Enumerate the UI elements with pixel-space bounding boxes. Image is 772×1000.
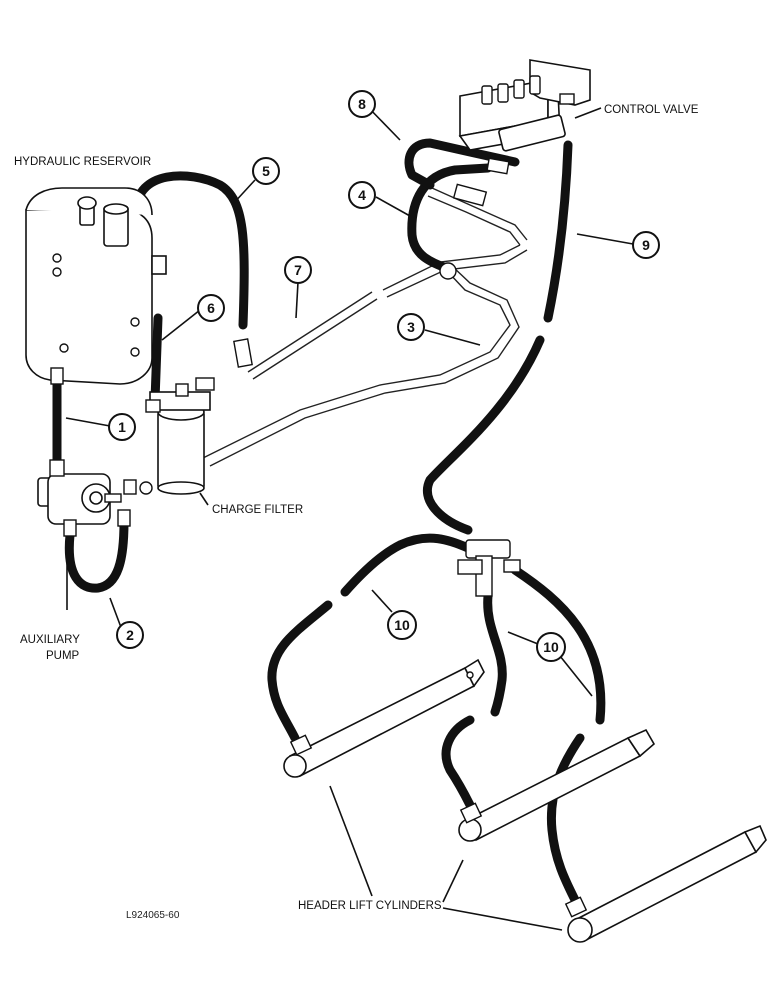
callout-4-number: 4 [358, 187, 366, 203]
callout-10-right: 10 [536, 632, 566, 662]
callout-10-left: 10 [387, 610, 417, 640]
hose-4 [407, 163, 493, 273]
charge-filter [145, 338, 253, 495]
label-control-valve: CONTROL VALVE [604, 104, 699, 116]
tee-fitting [439, 262, 521, 597]
callout-6-number: 6 [207, 300, 215, 316]
callout-1: 1 [108, 413, 136, 441]
header-lift-cylinder-left [283, 658, 485, 778]
tube-7 [247, 244, 528, 380]
figure-code: L924065-60 [126, 910, 180, 921]
callout-8-number: 8 [358, 96, 366, 112]
label-hydraulic-reservoir: HYDRAULIC RESERVOIR [14, 156, 151, 168]
callout-10-left-number: 10 [394, 617, 410, 633]
callout-1-number: 1 [118, 419, 126, 435]
callout-3-number: 3 [407, 319, 415, 335]
tube-4-return [427, 187, 528, 246]
hose-9 [423, 140, 606, 725]
hose-8 [404, 138, 520, 190]
callout-5-number: 5 [262, 163, 270, 179]
hydraulic-reservoir [25, 187, 167, 385]
callout-7-number: 7 [294, 262, 302, 278]
callout-2-number: 2 [126, 627, 134, 643]
hose-5 [131, 171, 249, 330]
label-charge-filter: CHARGE FILTER [212, 504, 303, 516]
callout-7: 7 [284, 256, 312, 284]
callout-4: 4 [348, 181, 376, 209]
callout-10-right-number: 10 [543, 639, 559, 655]
hose-10-center [441, 591, 507, 810]
callout-9-number: 9 [642, 237, 650, 253]
callout-6: 6 [197, 294, 225, 322]
header-lift-cylinder-center [458, 728, 656, 842]
tube-3 [202, 265, 520, 467]
callout-5: 5 [252, 157, 280, 185]
hose-10-right [546, 733, 585, 905]
hose-2 [64, 517, 129, 593]
header-lift-cylinder-right [564, 824, 767, 943]
control-valve [452, 59, 591, 207]
callout-3: 3 [397, 313, 425, 341]
callout-9: 9 [632, 231, 660, 259]
callout-8: 8 [348, 90, 376, 118]
hose-10-left [267, 533, 473, 743]
auxiliary-pump [37, 459, 153, 537]
label-pump: PUMP [46, 650, 80, 662]
callout-2: 2 [116, 621, 144, 649]
label-header-lift-cylinders: HEADER LIFT CYLINDERS [298, 900, 442, 912]
hose-6 [150, 313, 163, 405]
label-auxiliary: AUXILIARY [20, 634, 80, 646]
